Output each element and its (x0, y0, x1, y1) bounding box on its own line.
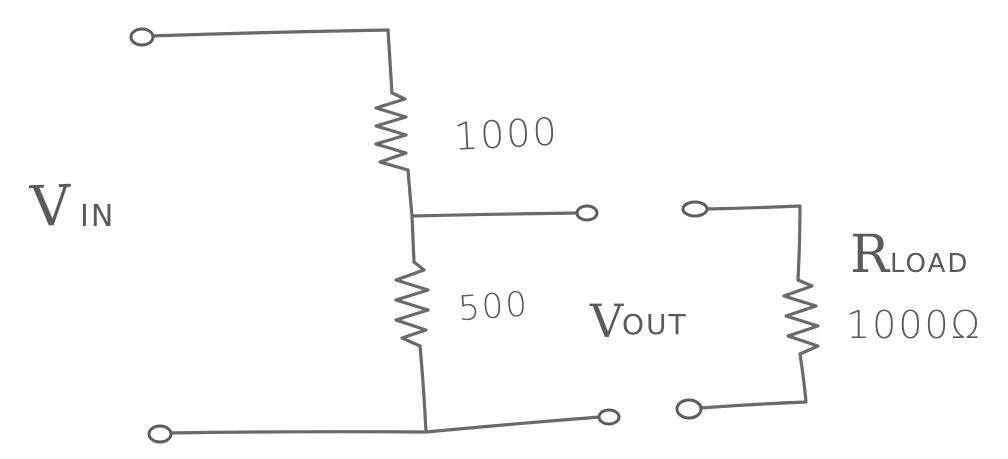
vin-subscript: IN (80, 199, 115, 234)
rload-value: 1000Ω (846, 303, 982, 347)
output-bottom-terminal (597, 408, 621, 426)
rload-label: R (850, 225, 891, 285)
vout-label: V (589, 294, 624, 348)
resistor-bottom (394, 260, 430, 348)
load-bottom-wire (698, 352, 808, 410)
load-top-terminal (681, 200, 709, 218)
load-bottom-terminal (675, 398, 703, 420)
output-top-wire (410, 211, 580, 218)
bottom-resistor-value: 500 (457, 284, 531, 329)
vin-label: V (28, 174, 73, 240)
input-top-terminal (129, 27, 155, 47)
input-bottom-terminal (147, 424, 173, 444)
input-top-wire (148, 28, 394, 95)
bottom-node-wire (418, 344, 428, 434)
resistor-load (782, 278, 820, 356)
bottom-rail-wire (166, 415, 602, 435)
bottom-resistor-lead (410, 214, 416, 264)
load-top-wire (704, 204, 802, 282)
middle-node-wire (406, 168, 414, 218)
output-top-terminal (575, 204, 599, 222)
vout-subscript: OUT (622, 308, 688, 341)
top-resistor-value: 1000 (453, 109, 560, 158)
resistor-top (374, 91, 410, 172)
rload-subscript: LOAD (890, 249, 969, 279)
